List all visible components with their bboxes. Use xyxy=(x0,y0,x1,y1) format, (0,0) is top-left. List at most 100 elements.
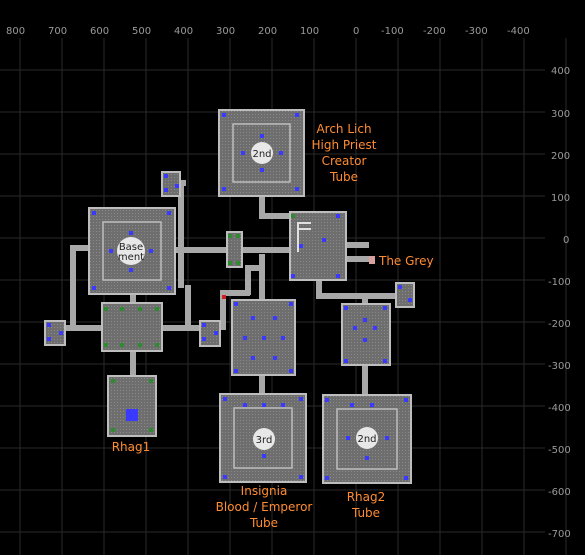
map-marker xyxy=(346,436,350,440)
map-marker xyxy=(167,286,171,290)
corridor xyxy=(259,374,265,398)
corridor xyxy=(362,364,368,396)
corridor xyxy=(70,245,92,251)
map-marker xyxy=(222,295,226,299)
insignia-circle xyxy=(253,428,275,450)
map-marker xyxy=(164,174,168,178)
insignia-circle-label: 3rd xyxy=(256,435,273,446)
top-room-circle xyxy=(251,142,273,164)
basement-circle xyxy=(117,237,145,265)
corridor xyxy=(222,290,250,296)
map-marker xyxy=(120,307,124,311)
map-marker xyxy=(111,428,115,432)
corridor xyxy=(259,196,265,216)
map-marker xyxy=(138,307,142,311)
x-tick: 200 xyxy=(258,26,277,37)
map-marker xyxy=(363,318,367,322)
map-marker xyxy=(251,356,255,360)
y-tick: -600 xyxy=(548,487,571,498)
arch-lich-label: Creator xyxy=(322,154,367,168)
map-marker xyxy=(291,214,295,218)
map-marker xyxy=(289,302,293,306)
y-tick: 300 xyxy=(551,109,570,120)
map-marker xyxy=(155,307,159,311)
map-marker xyxy=(262,336,266,340)
map-marker xyxy=(281,403,285,407)
map-marker xyxy=(149,379,153,383)
map-marker xyxy=(299,475,303,479)
map-marker xyxy=(404,476,408,480)
x-tick: -300 xyxy=(465,26,488,37)
map-marker xyxy=(241,151,245,155)
map-marker xyxy=(325,398,329,402)
x-tick: 400 xyxy=(174,26,193,37)
map-marker xyxy=(243,336,247,340)
y-tick: 400 xyxy=(551,66,570,77)
map-marker xyxy=(322,238,326,242)
map-marker xyxy=(363,338,367,342)
rhag2-label: Rhag2 xyxy=(347,490,386,504)
area-labels: Arch Lich High Priest Creator Tube The G… xyxy=(112,122,434,530)
map-marker xyxy=(251,316,255,320)
left-hall-room xyxy=(101,302,163,352)
map-marker xyxy=(129,231,133,235)
rhag2-upper-room xyxy=(341,303,391,366)
corridor xyxy=(259,254,265,302)
corridor xyxy=(245,265,251,295)
map-marker xyxy=(129,268,133,272)
map-marker xyxy=(149,428,153,432)
small-room xyxy=(226,231,243,268)
insignia-room-inner xyxy=(233,407,293,469)
map-marker xyxy=(325,476,329,480)
corridor xyxy=(178,183,184,288)
x-tick: 600 xyxy=(90,26,109,37)
rhag1-blue-block xyxy=(126,409,138,421)
map-marker xyxy=(281,336,285,340)
map-marker xyxy=(92,211,96,215)
map-marker xyxy=(175,184,179,188)
map-marker xyxy=(404,398,408,402)
map-marker xyxy=(383,359,387,363)
corridor xyxy=(130,293,136,305)
map-marker xyxy=(234,302,238,306)
grey-marker xyxy=(369,256,375,264)
map-marker xyxy=(223,475,227,479)
arch-lich-label: High Priest xyxy=(311,138,376,152)
corridor xyxy=(345,256,369,262)
map-marker xyxy=(299,397,303,401)
x-tick: 500 xyxy=(132,26,151,37)
map-marker xyxy=(138,343,142,347)
map-marker xyxy=(111,379,115,383)
corridor xyxy=(130,350,136,378)
map-marker xyxy=(202,337,206,341)
basement-label-line2: ment xyxy=(118,252,144,263)
y-tick: 100 xyxy=(551,193,570,204)
x-tick: -100 xyxy=(381,26,404,37)
map-marker xyxy=(104,307,108,311)
basement-room-inner xyxy=(102,221,162,281)
map-marker xyxy=(383,306,387,310)
rhag2-circle-label: 2nd xyxy=(357,434,376,445)
map-marker xyxy=(273,356,277,360)
map-marker xyxy=(289,369,293,373)
corridor xyxy=(70,245,76,330)
map-marker xyxy=(262,403,266,407)
x-tick: 100 xyxy=(300,26,319,37)
corridor xyxy=(259,213,295,219)
insignia-label: Tube xyxy=(249,516,278,530)
map-marker xyxy=(236,261,240,265)
map-marker xyxy=(164,188,168,192)
corridor xyxy=(220,290,226,330)
map-marker xyxy=(155,343,159,347)
arch-lich-label: Tube xyxy=(329,170,358,184)
insignia-label: Blood / Emperor xyxy=(216,500,313,514)
y-tick: -100 xyxy=(548,277,571,288)
map-marker xyxy=(398,285,402,289)
center-room-line xyxy=(297,222,311,224)
map-marker xyxy=(243,403,247,407)
x-tick: 300 xyxy=(216,26,235,37)
the-grey-label: The Grey xyxy=(378,254,434,268)
map-marker xyxy=(47,323,51,327)
y-tick: -200 xyxy=(548,319,571,330)
map-marker xyxy=(167,211,171,215)
